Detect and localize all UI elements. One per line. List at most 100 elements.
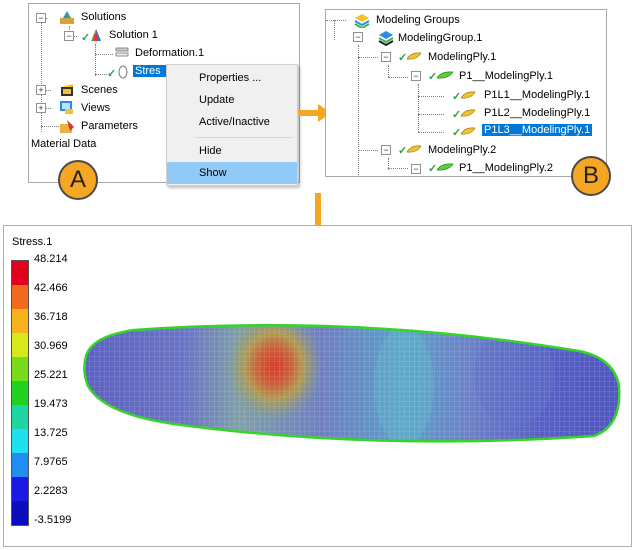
menu-item-active-inactive[interactable]: Active/Inactive — [199, 116, 270, 128]
context-menu: Properties ... Update Active/Inactive Hi… — [166, 64, 298, 186]
tree-guide — [41, 126, 63, 127]
check-icon: ✓ — [81, 32, 91, 44]
check-icon: ✓ — [452, 127, 462, 139]
tree-guide — [418, 84, 419, 132]
expand-toggle[interactable]: + — [36, 85, 46, 95]
result-viewer[interactable]: Stress.1 48.214 42.466 36.718 30.969 25.… — [3, 225, 632, 547]
check-icon: ✓ — [452, 109, 462, 121]
check-icon: ✓ — [398, 52, 408, 64]
tree-item-solutions[interactable]: Solutions — [81, 11, 127, 23]
stress-contour-mesh[interactable] — [74, 306, 624, 466]
tree-guide — [388, 158, 389, 170]
tree-guide — [95, 44, 96, 76]
legend-swatch — [12, 405, 28, 429]
tree-guide — [358, 57, 378, 58]
tree-item-p1l2[interactable]: P1L2__ModelingPly.1 — [484, 107, 591, 119]
legend-swatch — [12, 285, 28, 309]
badge-b: B — [571, 156, 611, 196]
legend-color-bar — [11, 260, 29, 526]
tree-item-stress[interactable]: Stres — [133, 65, 173, 77]
expand-toggle[interactable]: + — [36, 103, 46, 113]
menu-item-hide[interactable]: Hide — [199, 145, 222, 157]
tree-item-views[interactable]: Views — [81, 102, 111, 114]
tree-item-p1l3[interactable]: P1L3__ModelingPly.1 — [482, 124, 593, 136]
views-icon — [60, 101, 73, 114]
tree-guide — [326, 20, 346, 21]
panel-b-tree-view: Modeling Groups − ModelingGroup.1 − ✓ Mo… — [325, 9, 607, 177]
collapse-toggle[interactable]: − — [411, 71, 421, 81]
legend-value: 25.221 — [34, 369, 68, 381]
legend-swatch — [12, 501, 28, 525]
tree-item-modeling-group-1[interactable]: ModelingGroup.1 — [398, 32, 483, 44]
tree-item-scenes[interactable]: Scenes — [81, 84, 118, 96]
collapse-toggle[interactable]: − — [36, 13, 46, 23]
stress-icon — [118, 65, 128, 79]
tree-item-solution-1[interactable]: Solution 1 — [109, 29, 158, 41]
result-title: Stress.1 — [12, 236, 53, 248]
collapse-toggle[interactable]: − — [353, 32, 363, 42]
tree-guide — [41, 90, 51, 91]
tree-guide — [358, 150, 378, 151]
tree-item-material-data[interactable]: Material Data — [31, 138, 97, 150]
collapse-toggle[interactable]: − — [381, 52, 391, 62]
ply-layer-icon — [436, 71, 454, 79]
legend-value: -3.5199 — [34, 514, 72, 526]
check-icon: ✓ — [428, 71, 438, 83]
modeling-group-icon — [378, 31, 394, 46]
tree-guide — [95, 74, 107, 75]
solution-icon — [91, 29, 101, 41]
legend-value: 7.9765 — [34, 456, 68, 468]
legend-swatch — [12, 453, 28, 477]
tree-item-modeling-ply-1[interactable]: ModelingPly.1 — [428, 51, 497, 63]
parameters-icon — [60, 120, 74, 133]
tree-item-modeling-ply-2[interactable]: ModelingPly.2 — [428, 144, 497, 156]
tree-guide — [358, 45, 359, 175]
check-icon: ✓ — [398, 145, 408, 157]
legend-value: 2.2283 — [34, 485, 68, 497]
tree-item-p1-modeling-ply-2[interactable]: P1__ModelingPly.2 — [459, 162, 553, 174]
tree-item-p1-modeling-ply-1[interactable]: P1__ModelingPly.1 — [459, 70, 553, 82]
menu-separator — [195, 137, 293, 138]
ply-icon — [460, 91, 476, 99]
legend-value: 36.718 — [34, 311, 68, 323]
collapse-toggle[interactable]: − — [64, 31, 74, 41]
arrow-right-icon — [298, 104, 331, 122]
modeling-groups-icon — [354, 14, 370, 28]
ply-icon — [460, 109, 476, 117]
legend-swatch — [12, 381, 28, 405]
legend-value: 48.214 — [34, 253, 68, 265]
tree-guide — [388, 65, 389, 77]
ply-icon — [406, 145, 422, 153]
tree-item-modeling-groups[interactable]: Modeling Groups — [376, 14, 460, 26]
tree-guide — [41, 18, 42, 132]
legend-swatch — [12, 261, 28, 285]
check-icon: ✓ — [428, 163, 438, 175]
ply-layer-icon — [436, 163, 454, 171]
tree-item-deformation[interactable]: Deformation.1 — [135, 47, 205, 59]
tree-guide — [388, 168, 408, 169]
tree-guide — [95, 54, 113, 55]
scenes-icon — [61, 84, 73, 96]
tree-guide — [418, 132, 444, 133]
ply-icon — [460, 127, 476, 135]
collapse-toggle[interactable]: − — [381, 145, 391, 155]
collapse-toggle[interactable]: − — [411, 164, 421, 174]
tree-item-parameters[interactable]: Parameters — [81, 120, 138, 132]
tree-item-p1l1[interactable]: P1L1__ModelingPly.1 — [484, 89, 591, 101]
legend-value: 42.466 — [34, 282, 68, 294]
tree-guide — [388, 77, 408, 78]
solutions-icon — [60, 11, 74, 24]
check-icon: ✓ — [107, 68, 117, 80]
legend-swatch — [12, 309, 28, 333]
check-icon: ✓ — [452, 91, 462, 103]
menu-item-show[interactable]: Show — [167, 162, 297, 184]
menu-item-update[interactable]: Update — [199, 94, 235, 106]
legend-swatch — [12, 357, 28, 381]
badge-a: A — [58, 160, 98, 200]
legend-swatch — [12, 429, 28, 453]
legend-value: 30.969 — [34, 340, 68, 352]
tree-guide — [334, 20, 335, 40]
menu-item-properties[interactable]: Properties ... — [199, 72, 262, 84]
legend-swatch — [12, 477, 28, 501]
tree-guide — [418, 114, 444, 115]
